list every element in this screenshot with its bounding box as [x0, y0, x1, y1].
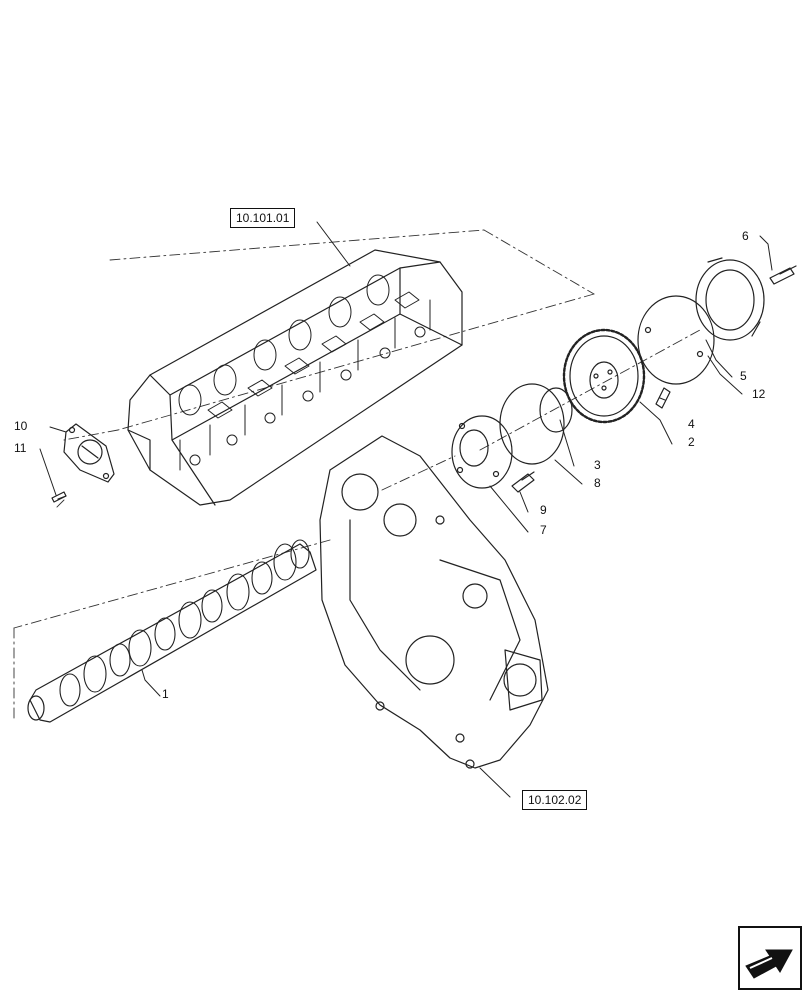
- plate-bolt-drawing: [769, 265, 797, 285]
- reference-label-timing-cover[interactable]: 10.102.02: [522, 790, 588, 810]
- callout-rear-cover-bolt: 11: [14, 441, 27, 455]
- leader-lines: [39, 221, 773, 798]
- o-ring-large-drawing: [499, 383, 565, 465]
- callout-phonic-wheel: 5: [740, 369, 747, 383]
- o-ring-small-drawing: [539, 387, 573, 433]
- thrust-plate-drawing: [451, 415, 513, 489]
- gasket-drawing: [637, 295, 715, 385]
- callout-o-ring-large: 8: [594, 476, 601, 490]
- arrow-next-icon: [745, 949, 793, 979]
- callout-camshaft: 1: [162, 687, 169, 701]
- rear-cover-bolt-drawing: [51, 491, 67, 503]
- cylinder-head-drawing: [127, 249, 463, 506]
- thrust-bolt-drawing: [511, 471, 535, 493]
- callout-thrust-bolt: 9: [540, 503, 547, 517]
- callout-plate-bolt: 6: [742, 229, 749, 243]
- camshaft-gear-drawing: [562, 328, 646, 424]
- gear-bolt-drawing: [655, 387, 671, 409]
- callout-gasket: 12: [752, 387, 766, 401]
- reference-label-cylinder-head[interactable]: 10.101.01: [230, 208, 296, 228]
- callout-thrust-plate: 7: [540, 523, 547, 537]
- camshaft-drawing: [27, 539, 317, 723]
- callout-rear-cover: 10: [14, 419, 28, 433]
- assembly-centerlines: [13, 229, 701, 723]
- timing-cover-drawing: [319, 435, 549, 769]
- callout-gear-bolt: 4: [688, 417, 695, 431]
- callout-o-ring-small: 3: [594, 458, 601, 472]
- callout-camshaft-gear: 2: [688, 435, 695, 449]
- phonic-wheel-drawing: [695, 257, 765, 341]
- rear-cover-drawing: [63, 423, 115, 483]
- next-page-button[interactable]: [738, 926, 802, 990]
